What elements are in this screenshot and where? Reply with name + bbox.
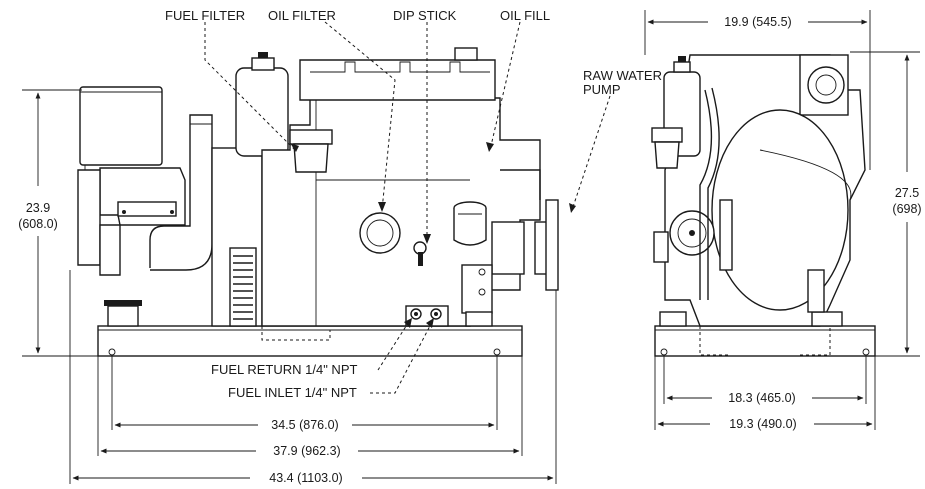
side-height-dimension <box>22 89 98 357</box>
callout-leaders <box>204 21 611 394</box>
callout-fuel-inlet: FUEL INLET 1/4" NPT <box>228 385 357 400</box>
exhaust-elbow <box>149 114 213 271</box>
callout-raw-water-pump-line1: RAW WATER <box>583 68 662 83</box>
dip-stick <box>413 241 427 266</box>
callout-oil-filter: OIL FILTER <box>268 8 336 23</box>
end-bottom-extension-lines <box>654 356 876 430</box>
side-base-frame <box>97 325 523 357</box>
overall-length-dimension: 43.4 (1103.0) <box>269 471 342 485</box>
side-width-extension-lines <box>69 270 557 484</box>
end-mount-width-text: 18.3 (465.0) <box>728 391 795 405</box>
oil-pan-hidden-line <box>261 326 470 341</box>
callout-fuel-return: FUEL RETURN 1/4" NPT <box>211 362 357 377</box>
air-cleaner <box>79 86 163 170</box>
end-pump <box>653 199 733 271</box>
alternator-bell <box>211 147 263 327</box>
coolant-tank <box>235 52 289 157</box>
end-engine-body <box>664 54 866 327</box>
end-base-width-text: 19.3 (490.0) <box>729 417 796 431</box>
end-hose <box>699 89 713 300</box>
rear-mount <box>104 300 142 327</box>
base-width-dimension: 37.9 (962.3) <box>273 444 340 458</box>
side-width-dimension-lines <box>72 422 554 481</box>
callout-raw-water-pump-line2: PUMP <box>583 82 621 97</box>
end-fuel-filter <box>651 127 683 169</box>
end-mounts <box>659 269 843 327</box>
cooling-vents <box>233 255 253 320</box>
oil-filter-circle <box>359 212 401 254</box>
end-base-frame <box>654 325 876 357</box>
generator-housing <box>77 167 186 276</box>
callout-dip-stick: DIP STICK <box>393 8 457 23</box>
end-hose-inner <box>707 87 720 300</box>
engine-block <box>261 47 541 327</box>
end-view: 19.9 (545.5) 27.5 (698) 18.3 (465.0) 19.… <box>644 10 922 431</box>
raw-water-pump <box>491 169 559 291</box>
side-view: FUEL FILTER OIL FILTER DIP STICK OIL FIL… <box>18 8 662 485</box>
callout-fuel-filter: FUEL FILTER <box>165 8 245 23</box>
end-height-mm: (698) <box>892 202 921 216</box>
end-top-width-text: 19.9 (545.5) <box>724 15 791 29</box>
end-top-width-dimension <box>644 10 871 170</box>
end-height-inches: 27.5 <box>895 186 919 200</box>
callout-arrowheads <box>290 142 576 328</box>
end-height-dimension <box>850 51 920 357</box>
end-bottom-dimension-lines <box>657 395 873 427</box>
front-mount-bracket <box>461 264 493 327</box>
oil-fill-cap <box>453 201 487 246</box>
side-height-inches: 23.9 <box>26 201 50 215</box>
mount-width-dimension: 34.5 (876.0) <box>271 418 338 432</box>
side-height-mm: (608.0) <box>18 217 58 231</box>
fuel-fittings <box>405 305 449 327</box>
callout-oil-fill: OIL FILL <box>500 8 550 23</box>
fuel-filter <box>289 129 333 173</box>
